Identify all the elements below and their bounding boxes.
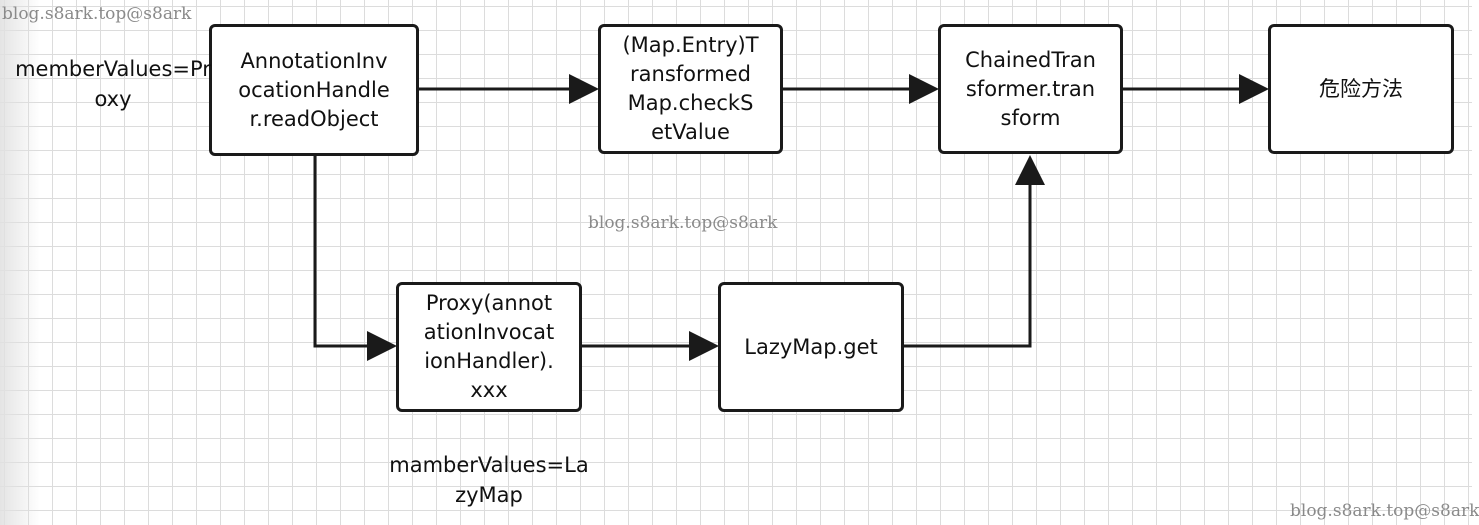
node-lazymap-get: LazyMap.get	[718, 282, 904, 412]
node-proxy: Proxy(annot ationInvocat ionHandler). xx…	[396, 282, 582, 412]
edge-lazymap-to-chained	[903, 155, 1045, 348]
node-danger-method: 危险方法	[1268, 24, 1454, 154]
edge-annotation-to-proxy	[313, 155, 397, 361]
node-annotation-invocation-handler: AnnotationInv ocationHandle r.readObject	[209, 24, 419, 156]
watermark-center: blog.s8ark.top@s8ark	[588, 213, 778, 233]
label-member-values-lazymap: mamberValues=La zyMap	[389, 453, 589, 507]
node-chained-transformer: ChainedTran sformer.tran sform	[938, 24, 1123, 154]
watermark-top-left: blog.s8ark.top@s8ark	[2, 4, 192, 24]
label-member-values-proxy: memberValues=Pr oxy	[15, 57, 211, 111]
watermark-bottom-right: blog.s8ark.top@s8ark	[1290, 501, 1479, 521]
node-transformed-map-checksetvalue: (Map.Entry)T ransformed Map.checkS etVal…	[598, 24, 783, 154]
